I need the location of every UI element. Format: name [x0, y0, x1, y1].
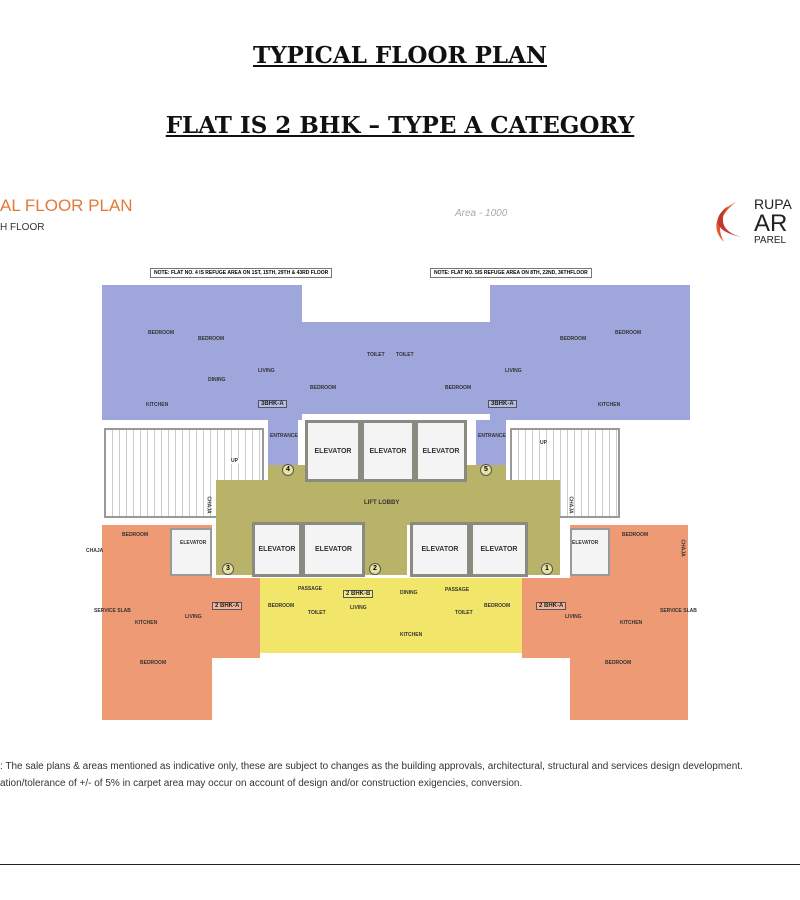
elevator: ELEVATOR — [361, 420, 415, 482]
disclaimer-line-2: ation/tolerance of +/- of 5% in carpet a… — [0, 778, 523, 789]
unit-label-2bhkb: 2 BHK-B — [343, 590, 374, 598]
unit-label-3bhk-right: 3BHK-A — [488, 400, 517, 408]
plan-title: AL FLOOR PLAN — [0, 196, 133, 215]
page-subheading: FLAT IS 2 BHK – TYPE A CATEGORY — [165, 112, 635, 139]
elevator: ELEVATOR — [410, 522, 470, 577]
unit-3bhk-right — [490, 285, 690, 420]
elevator: ELEVATOR — [302, 522, 365, 577]
elevator: ELEVATOR — [470, 522, 528, 577]
note-right: NOTE: FLAT NO. 5IS REFUGE AREA ON 8TH, 2… — [430, 268, 592, 278]
flat-number: 1 — [541, 563, 553, 575]
handwritten-note: Area - 1000 — [455, 208, 508, 219]
footer-divider — [0, 864, 800, 865]
unit-label-3bhk-left: 3BHK-A — [258, 400, 287, 408]
logo-swirl-icon — [716, 202, 746, 242]
plan-floor: H FLOOR — [0, 222, 45, 233]
elevator: ELEVATOR — [252, 522, 302, 577]
unit-label-2bhka-left: 2 BHK-A — [212, 602, 243, 610]
stair-up-label: UP — [230, 458, 239, 464]
elevator: ELEVATOR — [415, 420, 467, 482]
page-heading: TYPICAL FLOOR PLAN — [253, 42, 547, 69]
elevator: ELEVATOR — [305, 420, 361, 482]
flat-number: 5 — [480, 464, 492, 476]
disclaimer-line-1: : The sale plans & areas mentioned as in… — [0, 761, 743, 772]
flat-number: 4 — [282, 464, 294, 476]
lift-lobby-label: LIFT LOBBY — [364, 500, 400, 506]
flat-number: 2 — [369, 563, 381, 575]
unit-3bhk-left — [102, 285, 302, 420]
unit-3bhk-center — [298, 322, 490, 414]
lift-lobby — [216, 480, 560, 525]
unit-label-2bhka-right: 2 BHK-A — [536, 602, 567, 610]
unit-2bhkb — [260, 578, 522, 653]
note-left: NOTE: FLAT NO. 4 IS REFUGE AREA ON 1ST, … — [150, 268, 333, 278]
flat-number: 3 — [222, 563, 234, 575]
